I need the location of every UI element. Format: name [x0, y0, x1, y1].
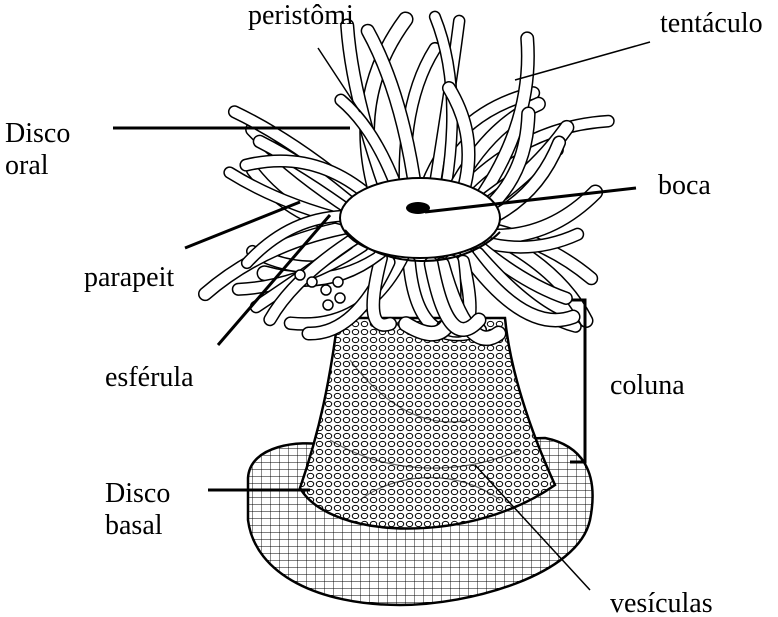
- label-disco-basal-line2: basal: [105, 510, 170, 542]
- label-disco-oral-line2: oral: [5, 150, 70, 182]
- leader-tentaculo: [515, 42, 650, 80]
- label-peristomio: peristômi: [248, 0, 354, 32]
- label-disco-oral-line1: Disco: [5, 118, 70, 150]
- label-boca: boca: [658, 170, 711, 202]
- label-disco-oral: Disco oral: [5, 118, 70, 182]
- label-vesiculas: vesículas: [610, 588, 713, 617]
- label-disco-basal-line1: Disco: [105, 478, 170, 510]
- label-disco-basal: Disco basal: [105, 478, 170, 542]
- label-tentaculo: tentáculo: [660, 8, 763, 40]
- label-parapeito: parapeit: [84, 262, 174, 294]
- label-coluna: coluna: [610, 370, 685, 402]
- column-body: [300, 318, 555, 529]
- label-esferula: esférula: [105, 362, 194, 394]
